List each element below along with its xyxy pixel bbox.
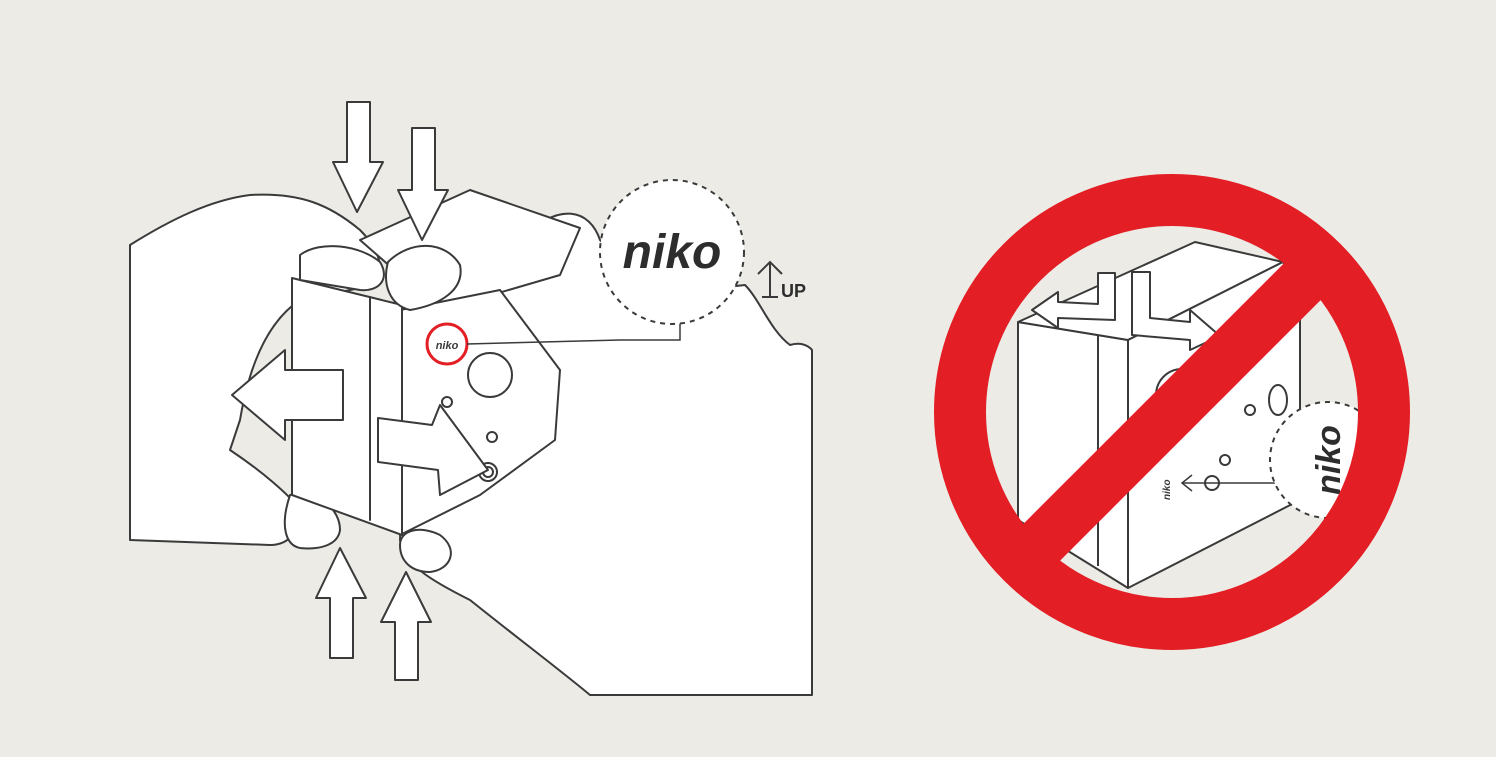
box-hole [1245, 405, 1255, 415]
box-hole [1220, 455, 1230, 465]
box-hole [1269, 385, 1287, 415]
box-hole [442, 397, 452, 407]
arrow-up-icon [316, 548, 366, 658]
logo-text: niko [623, 226, 722, 279]
box-hole-large [468, 353, 512, 397]
logo-highlight: niko [427, 324, 467, 364]
logo-small-text: niko [436, 340, 459, 352]
up-indicator: UP [758, 262, 806, 301]
arrow-down-icon [333, 102, 383, 212]
up-label: UP [781, 281, 806, 301]
logo-text: niko [1310, 425, 1348, 495]
arrow-up-icon [381, 572, 431, 680]
incorrect-method-panel: niko niko [960, 200, 1386, 624]
up-arrow-icon [758, 262, 782, 297]
logo-small-text: niko [1162, 479, 1173, 500]
box-hole [487, 432, 497, 442]
